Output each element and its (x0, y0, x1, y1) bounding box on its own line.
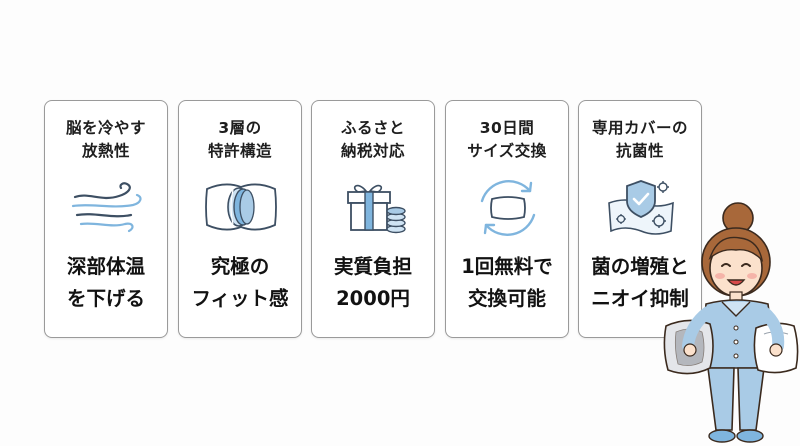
card-body-line: 1回無料で (461, 255, 553, 278)
card-title-line: 脳を冷やす (65, 119, 146, 137)
card-title-line: 3層の (218, 119, 262, 137)
card-body-line: ニオイ抑制 (591, 287, 689, 310)
card-body-line: 2000円 (336, 287, 410, 310)
card-title-line: 専用カバーの (591, 119, 688, 137)
card-title-line: サイズ交換 (467, 142, 547, 160)
gift-coins-icon (347, 184, 406, 234)
card-body: 菌の増殖と ニオイ抑制 (579, 251, 701, 315)
card-title: ふるさと 納税対応 (312, 117, 434, 163)
card-body: 深部体温 を下げる (45, 251, 167, 315)
card-title: 3層の 特許構造 (179, 117, 301, 163)
card-title-line: 30日間 (479, 119, 535, 137)
card-body: 実質負担 2000円 (312, 251, 434, 315)
card-title-line: ふるさと (340, 119, 405, 137)
card-body: 究極の フィット感 (179, 251, 301, 315)
wind-icon (71, 182, 142, 233)
feature-card-furusato: ふるさと 納税対応 実質負担 2000円 (311, 100, 435, 338)
card-body-line: 究極の (210, 255, 270, 278)
card-title-line: 抗菌性 (615, 142, 664, 160)
card-body-line: フィット感 (191, 287, 289, 310)
woman-holding-pillows-illustration (663, 202, 799, 443)
feature-card-cooling: 脳を冷やす 放熱性 深部体温 を下げる (44, 100, 168, 338)
card-body-line: 実質負担 (333, 255, 412, 278)
card-title-line: 特許構造 (207, 142, 272, 160)
card-title: 専用カバーの 抗菌性 (579, 117, 701, 163)
feature-card-exchange: 30日間 サイズ交換 1回無料で 交換可能 (445, 100, 569, 338)
antibacterial-shield-icon (608, 180, 674, 235)
card-title: 脳を冷やす 放熱性 (45, 117, 167, 163)
card-title-line: 放熱性 (81, 142, 130, 160)
card-title: 30日間 サイズ交換 (446, 117, 568, 163)
card-body-line: 菌の増殖と (591, 255, 689, 278)
card-body-line: 交換可能 (467, 287, 546, 310)
layered-pillow-icon (205, 183, 277, 231)
feature-card-antibacterial: 専用カバーの 抗菌性 菌の増殖と ニオイ抑制 (578, 100, 702, 338)
card-body-line: を下げる (66, 287, 145, 310)
pillow-exchange-icon (480, 180, 536, 236)
card-body: 1回無料で 交換可能 (446, 251, 568, 315)
card-body-line: 深部体温 (66, 255, 145, 278)
card-title-line: 納税対応 (340, 142, 405, 160)
feature-card-structure: 3層の 特許構造 究極の フィット感 (178, 100, 302, 338)
